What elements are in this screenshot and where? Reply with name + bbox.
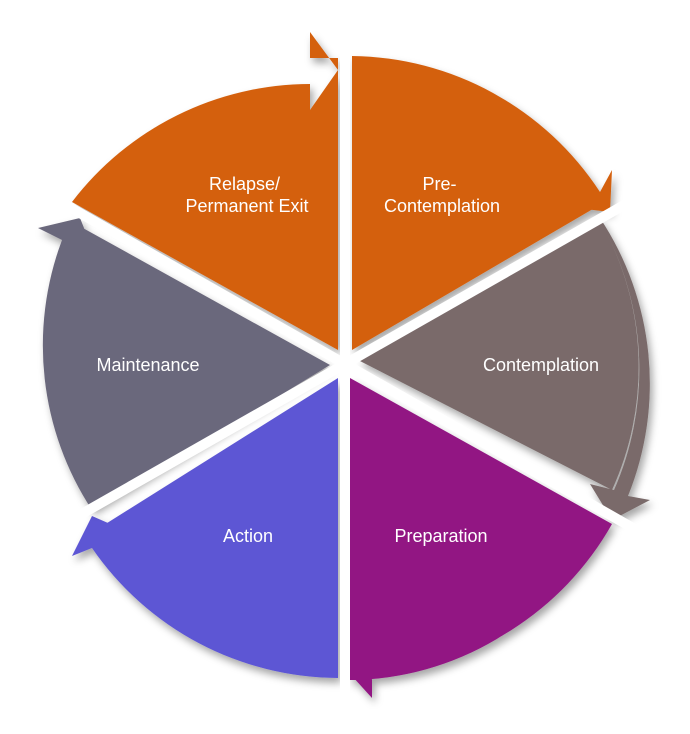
- segment-precontemplation: Pre- Contemplation: [352, 56, 612, 350]
- segment-contemplation-shape: [358, 218, 650, 520]
- segment-contemplation-label: Contemplation: [483, 355, 599, 375]
- segment-action-shape: [72, 378, 338, 678]
- overlay-precontemplation-line-2: Contemplation: [384, 196, 500, 216]
- segment-contemplation: Contemplation: [358, 218, 650, 520]
- segment-action: Action: [72, 378, 338, 678]
- divider-top-right: [342, 191, 643, 369]
- segment-maintenance-shape: [38, 218, 330, 510]
- overlay-relapse-line-1: Relapse/: [209, 174, 280, 194]
- overlay-relapse-label: Relapse/ Permanent Exit: [185, 174, 308, 216]
- overlay-relapse-line-2: Permanent Exit: [185, 196, 308, 216]
- segment-relapse-shape: [72, 32, 338, 350]
- divider-top-left: [47, 191, 348, 369]
- segment-relapse: Relapse/ Permanent Exit: [72, 32, 338, 350]
- segment-dividers: [47, 40, 643, 700]
- segment-precontemplation-shape: [352, 56, 612, 350]
- segment-maintenance-label: Maintenance: [96, 355, 199, 375]
- segment-preparation-shape: [350, 378, 612, 698]
- overlay-precontemplation-line-1: Pre-: [422, 174, 456, 194]
- segment-action-label: Action: [223, 526, 273, 546]
- overlay-precontemplation-label: Pre- Contemplation: [384, 174, 500, 216]
- divider-bottom-right: [342, 359, 643, 537]
- divider-bottom-left: [47, 359, 348, 537]
- segment-maintenance: Maintenance: [38, 218, 330, 510]
- labels-overlay: Relapse/ Permanent Exit Pre- Contemplati…: [185, 174, 500, 216]
- segment-preparation-label: Preparation: [394, 526, 487, 546]
- segment-preparation: Preparation: [350, 378, 612, 698]
